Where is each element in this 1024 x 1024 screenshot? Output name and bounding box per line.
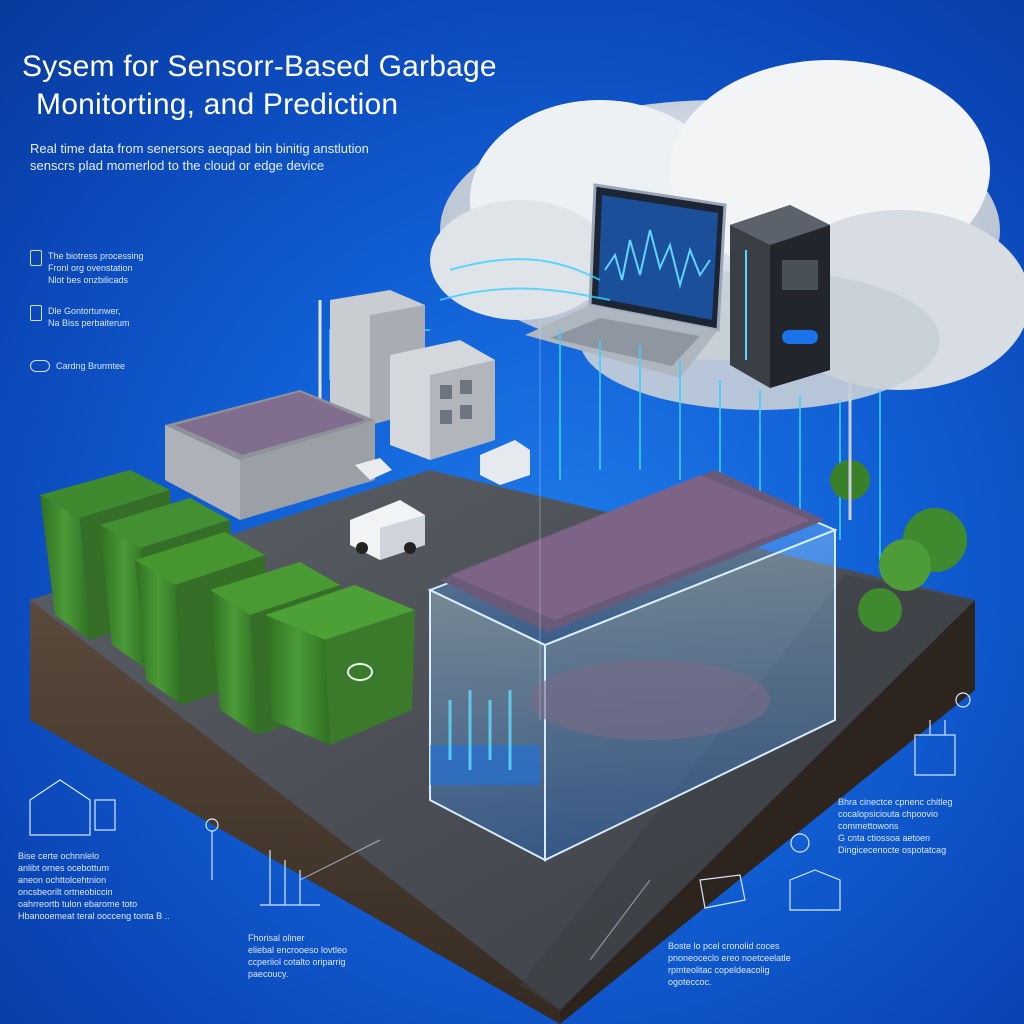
legend-text: The biotress processing [48,251,144,261]
page-subtitle: Real time data from senersors aeqpad bin… [30,140,500,174]
truck-icon [350,440,530,560]
waste-bin-icon [40,470,415,745]
annotation-center-bottom: Fhorisal oliner eliebal encrooeso lovtle… [248,932,418,980]
page-title: Sysem for Sensorr-Based Garbage Monitort… [22,48,622,124]
annotation-line: Dingicecenocte ospotatcag [838,845,947,855]
sensor-icon [29,260,971,961]
legend-item-1: The biotress processing Fronl org ovenst… [30,250,144,286]
annotation-line: Fhorisal oliner [248,933,305,943]
legend-item-3: Cardng Brurmtee [30,360,125,372]
annotation-line: eliebal encrooeso lovtleo [248,945,348,955]
dumpster-container [165,390,375,520]
laptop-icon [525,183,727,378]
legend-text: Na Biss perbaiterum [48,318,130,328]
annotation-line: anlibt ornes ocebottum [18,863,110,873]
annotation-line: paecoucy. [248,969,289,979]
trees [830,360,967,632]
legend-text: Cardng Brurmtee [56,361,126,371]
device-icon [30,250,42,266]
logo-icon [30,360,50,372]
annotation-line: oncsbeorilt ortneobiccin [18,887,113,897]
title-line-1: Sysem for Sensorr-Based Garbage [22,50,497,83]
annotation-right-top: Bhra cinectce cpnenc chitleg cocalopsici… [838,796,1013,856]
title-line-2: Monitorting, and Prediction [36,88,399,121]
annotation-line: oahrreortb tulon ebarome toto [18,899,138,909]
annotation-line: rpmteolitac copeldeacolig [668,965,770,975]
subtitle-line-2: senscrs plad momerlod to the cloud or ed… [30,158,325,173]
annotation-line: commettowons [838,821,899,831]
server-icon [730,205,830,388]
annotation-line: aneon ochttolcehtnion [18,875,107,885]
annotation-line: cocalopsiciouta chpoovio [838,809,939,819]
device-icon [30,305,42,321]
annotation-line: Hbanooemeat teral oocceng tonta B .. [18,911,170,921]
legend-text: Fronl org ovenstation [48,263,133,273]
building-icon [318,290,495,460]
annotation-line: ogoteccoc. [668,977,712,987]
smart-bin-tank [427,470,838,862]
annotation-line: Boste lo pcel cronolid coces [668,941,780,951]
annotation-line: pnoneoceclo ereo noetceelatle [668,953,791,963]
subtitle-line-1: Real time data from senersors aeqpad bin… [30,141,369,156]
annotation-line: G cnta ctiossoa aetoen [838,833,931,843]
annotation-line: Bise certe ochnnlelo [18,851,100,861]
annotation-right-bottom: Boste lo pcel cronolid coces pnoneoceclo… [668,940,868,988]
legend-item-2: Dle Gontortunwer, Na Biss perbaiterum [30,305,130,329]
legend-text: Nlot bes onzbilicads [48,275,129,285]
annotation-line: Bhra cinectce cpnenc chitleg [838,797,953,807]
legend-text: Dle Gontortunwer, [48,306,121,316]
annotation-line: ccperiiol cotalto oriparrig [248,957,346,967]
annotation-left-bottom: Bise certe ochnnlelo anlibt ornes ocebot… [18,850,218,922]
